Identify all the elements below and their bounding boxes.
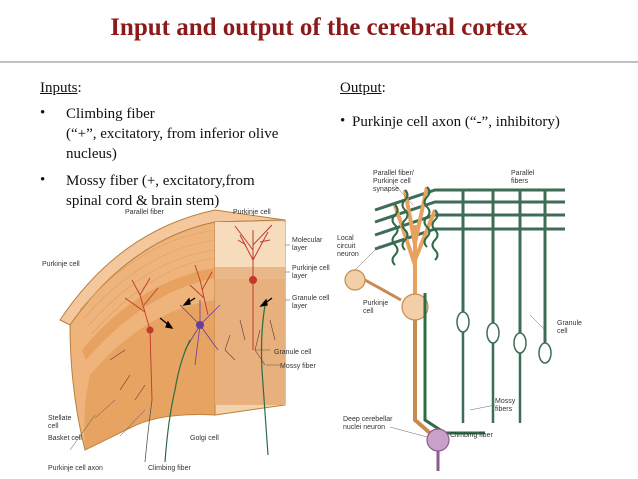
- lbl-local-neuron-1: Local: [337, 235, 354, 242]
- bullet-3: •: [340, 113, 346, 129]
- deep-nuclei-neuron: [426, 428, 450, 452]
- lbl-purkinje-axon: Purkinje cell axon: [48, 465, 103, 472]
- leader-lines: [69, 244, 290, 451]
- granule-dendrites: [109, 319, 276, 401]
- bullet-1: •: [40, 105, 46, 121]
- input-1-line-3: nucleus): [66, 146, 117, 162]
- bullet-2: •: [40, 172, 46, 188]
- lbl-stellate-cell-2: cell: [48, 423, 59, 430]
- lbl-local-neuron-3: neuron: [337, 251, 359, 258]
- lbl-synapse-3: synapse: [373, 186, 399, 193]
- input-mossy-fiber: Mossy fiber (+, excitatory,from spinal c…: [66, 171, 255, 211]
- input-climbing-fiber: Climbing fiber (“+”, excitatory, from in…: [66, 104, 278, 164]
- golgi-soma: [196, 321, 204, 329]
- lbl-granule-2: cell: [557, 328, 568, 335]
- golgi-cell: [179, 300, 221, 366]
- lbl-stellate-cell-1: Stellate: [48, 415, 71, 422]
- input-2-line-1: Mossy fiber (+, excitatory,from: [66, 173, 255, 189]
- granule-cell-4: [538, 342, 552, 364]
- output-heading: Output:: [340, 78, 386, 98]
- parallel-fiber-lines: [79, 229, 216, 335]
- lbl-molecular-layer-1: Molecular: [292, 237, 323, 244]
- lbl-synapse-2: Purkinje cell: [373, 178, 411, 185]
- purkinje-dendrites: [393, 186, 437, 300]
- mossy-fibers: [461, 332, 522, 423]
- lbl-mossy-1: Mossy: [495, 398, 516, 405]
- cerebellar-cortex-figure: Parallel fiber Purkinje cell Purkinje ce…: [42, 209, 330, 472]
- climbing-fiber-wraps: [391, 186, 439, 266]
- lbl-synapse-1: Parallel fiber/: [373, 170, 414, 177]
- climbing-fiber-path: [423, 293, 485, 435]
- lbl-deep-nuclei-1: Deep cerebellar: [343, 416, 393, 423]
- lbl-climbing-fiber-right: Climbing fiber: [450, 432, 493, 439]
- purkinje-axon-line: [144, 399, 153, 463]
- lbl-molecular-layer-2: layer: [292, 245, 308, 252]
- side-purkinje: [215, 267, 285, 279]
- output-heading-colon: :: [381, 80, 386, 96]
- lbl-purkinje-cell-top: Purkinje cell: [233, 209, 271, 216]
- output-heading-text: Output: [340, 80, 382, 96]
- purkinje-cell-front: [124, 264, 213, 401]
- lbl-granule-cell: Granule cell: [274, 349, 312, 356]
- local-circuit-neuron: [344, 269, 366, 291]
- lbl-parallel-fiber: Parallel fiber: [125, 209, 165, 216]
- inputs-heading-text: Inputs: [40, 80, 78, 96]
- lbl-local-neuron-2: circuit: [337, 243, 355, 250]
- lbl-granule-1: Granule: [557, 320, 582, 327]
- lbl-purkinje-2: cell: [363, 308, 374, 315]
- lbl-climbing-fiber: Climbing fiber: [148, 465, 191, 472]
- lbl-purkinje-1: Purkinje: [363, 300, 388, 307]
- side-granule: [215, 279, 285, 405]
- granule-cell-2: [486, 322, 500, 344]
- purkinje-layer-band: [82, 268, 215, 360]
- lbl-granule-layer-1: Granule cell: [292, 295, 330, 302]
- cerebellar-circuit-figure: Parallel fiber/ Purkinje cell synapse Pa…: [337, 170, 582, 471]
- lbl-mossy-fiber: Mossy fiber: [280, 363, 316, 370]
- lbl-deep-nuclei-2: nuclei neuron: [343, 424, 385, 431]
- signal-arrows: [159, 297, 273, 329]
- lbl-basket-cell: Basket cell: [48, 435, 82, 442]
- lbl-mossy-2: fibers: [495, 406, 513, 413]
- title-divider: [0, 61, 638, 63]
- local-neuron-link: [364, 278, 402, 302]
- lbl-purkinje-layer-1: Purkinje cell: [292, 265, 330, 272]
- lbl-parallel-fibers-1: Parallel: [511, 170, 535, 177]
- side-molecular: [215, 222, 285, 267]
- granule-cell-1: [456, 311, 470, 333]
- slide-title: Input and output of the cerebral cortex: [110, 14, 528, 41]
- input-2-line-2: spinal cord & brain stem): [66, 193, 220, 209]
- granule-layer-band: [84, 300, 215, 450]
- purkinje-soma-front: [146, 326, 154, 334]
- inputs-heading-colon: :: [77, 80, 82, 96]
- lbl-purkinje-layer-2: layer: [292, 273, 308, 280]
- purkinje-soma-side: [249, 276, 257, 284]
- purkinje-cell-side: [234, 224, 273, 350]
- granule-cells: [456, 311, 552, 364]
- lbl-granule-layer-2: layer: [292, 303, 308, 310]
- right-leader-lines: [354, 184, 546, 438]
- output-purkinje-axon: Purkinje cell axon (“-”, inhibitory): [352, 114, 560, 130]
- purkinje-axon: [413, 320, 432, 435]
- input-1-line-1: Climbing fiber: [66, 106, 155, 122]
- mossy-fiber-line: [260, 299, 269, 456]
- input-1-line-2: (“+”, excitatory, from inferior olive: [66, 126, 279, 142]
- inputs-heading: Inputs:: [40, 78, 82, 98]
- lbl-parallel-fibers-2: fibers: [511, 178, 529, 185]
- lbl-golgi-cell: Golgi cell: [190, 435, 219, 442]
- granule-cell-3: [513, 332, 527, 354]
- lbl-purkinje-cell-left: Purkinje cell: [42, 261, 80, 268]
- granule-ascending-axons: [461, 190, 547, 343]
- climbing-fiber-line: [164, 339, 191, 463]
